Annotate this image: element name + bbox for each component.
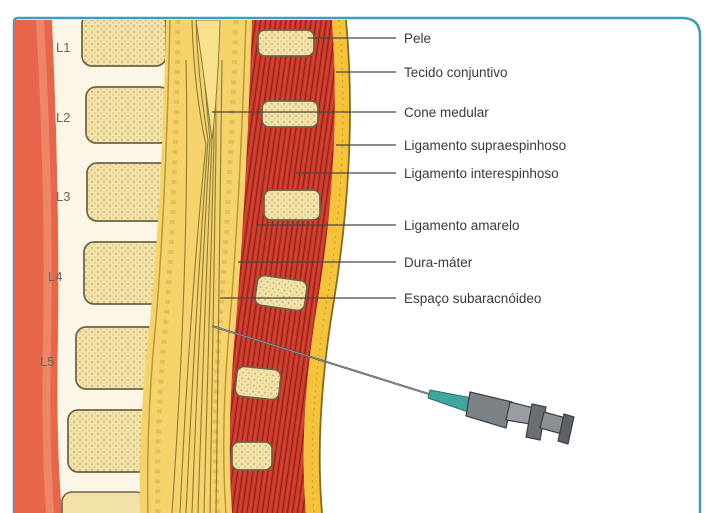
label-pele: Pele	[404, 31, 431, 46]
vertebra-label-l4: L4	[48, 269, 62, 284]
vertebra-label-l3: L3	[56, 189, 70, 204]
label-espaco-subaracnoideo: Espaço subaracnóideo	[404, 291, 541, 306]
label-ligamento-amarelo: Ligamento amarelo	[404, 218, 520, 233]
label-dura-mater: Dura-máter	[404, 255, 473, 270]
label-cone-medular: Cone medular	[404, 105, 489, 120]
label-tecido-conjuntivo: Tecido conjuntivo	[404, 65, 508, 80]
vertebra-label-l5: L5	[40, 354, 54, 369]
label-ligamento-interespinhoso: Ligamento interespinhoso	[404, 166, 559, 181]
vertebra-label-l1: L1	[56, 40, 70, 55]
anterior-tissue	[14, 20, 62, 513]
vertebra-label-l2: L2	[56, 110, 70, 125]
label-ligamento-supraespinhoso: Ligamento supraespinhoso	[404, 138, 566, 153]
